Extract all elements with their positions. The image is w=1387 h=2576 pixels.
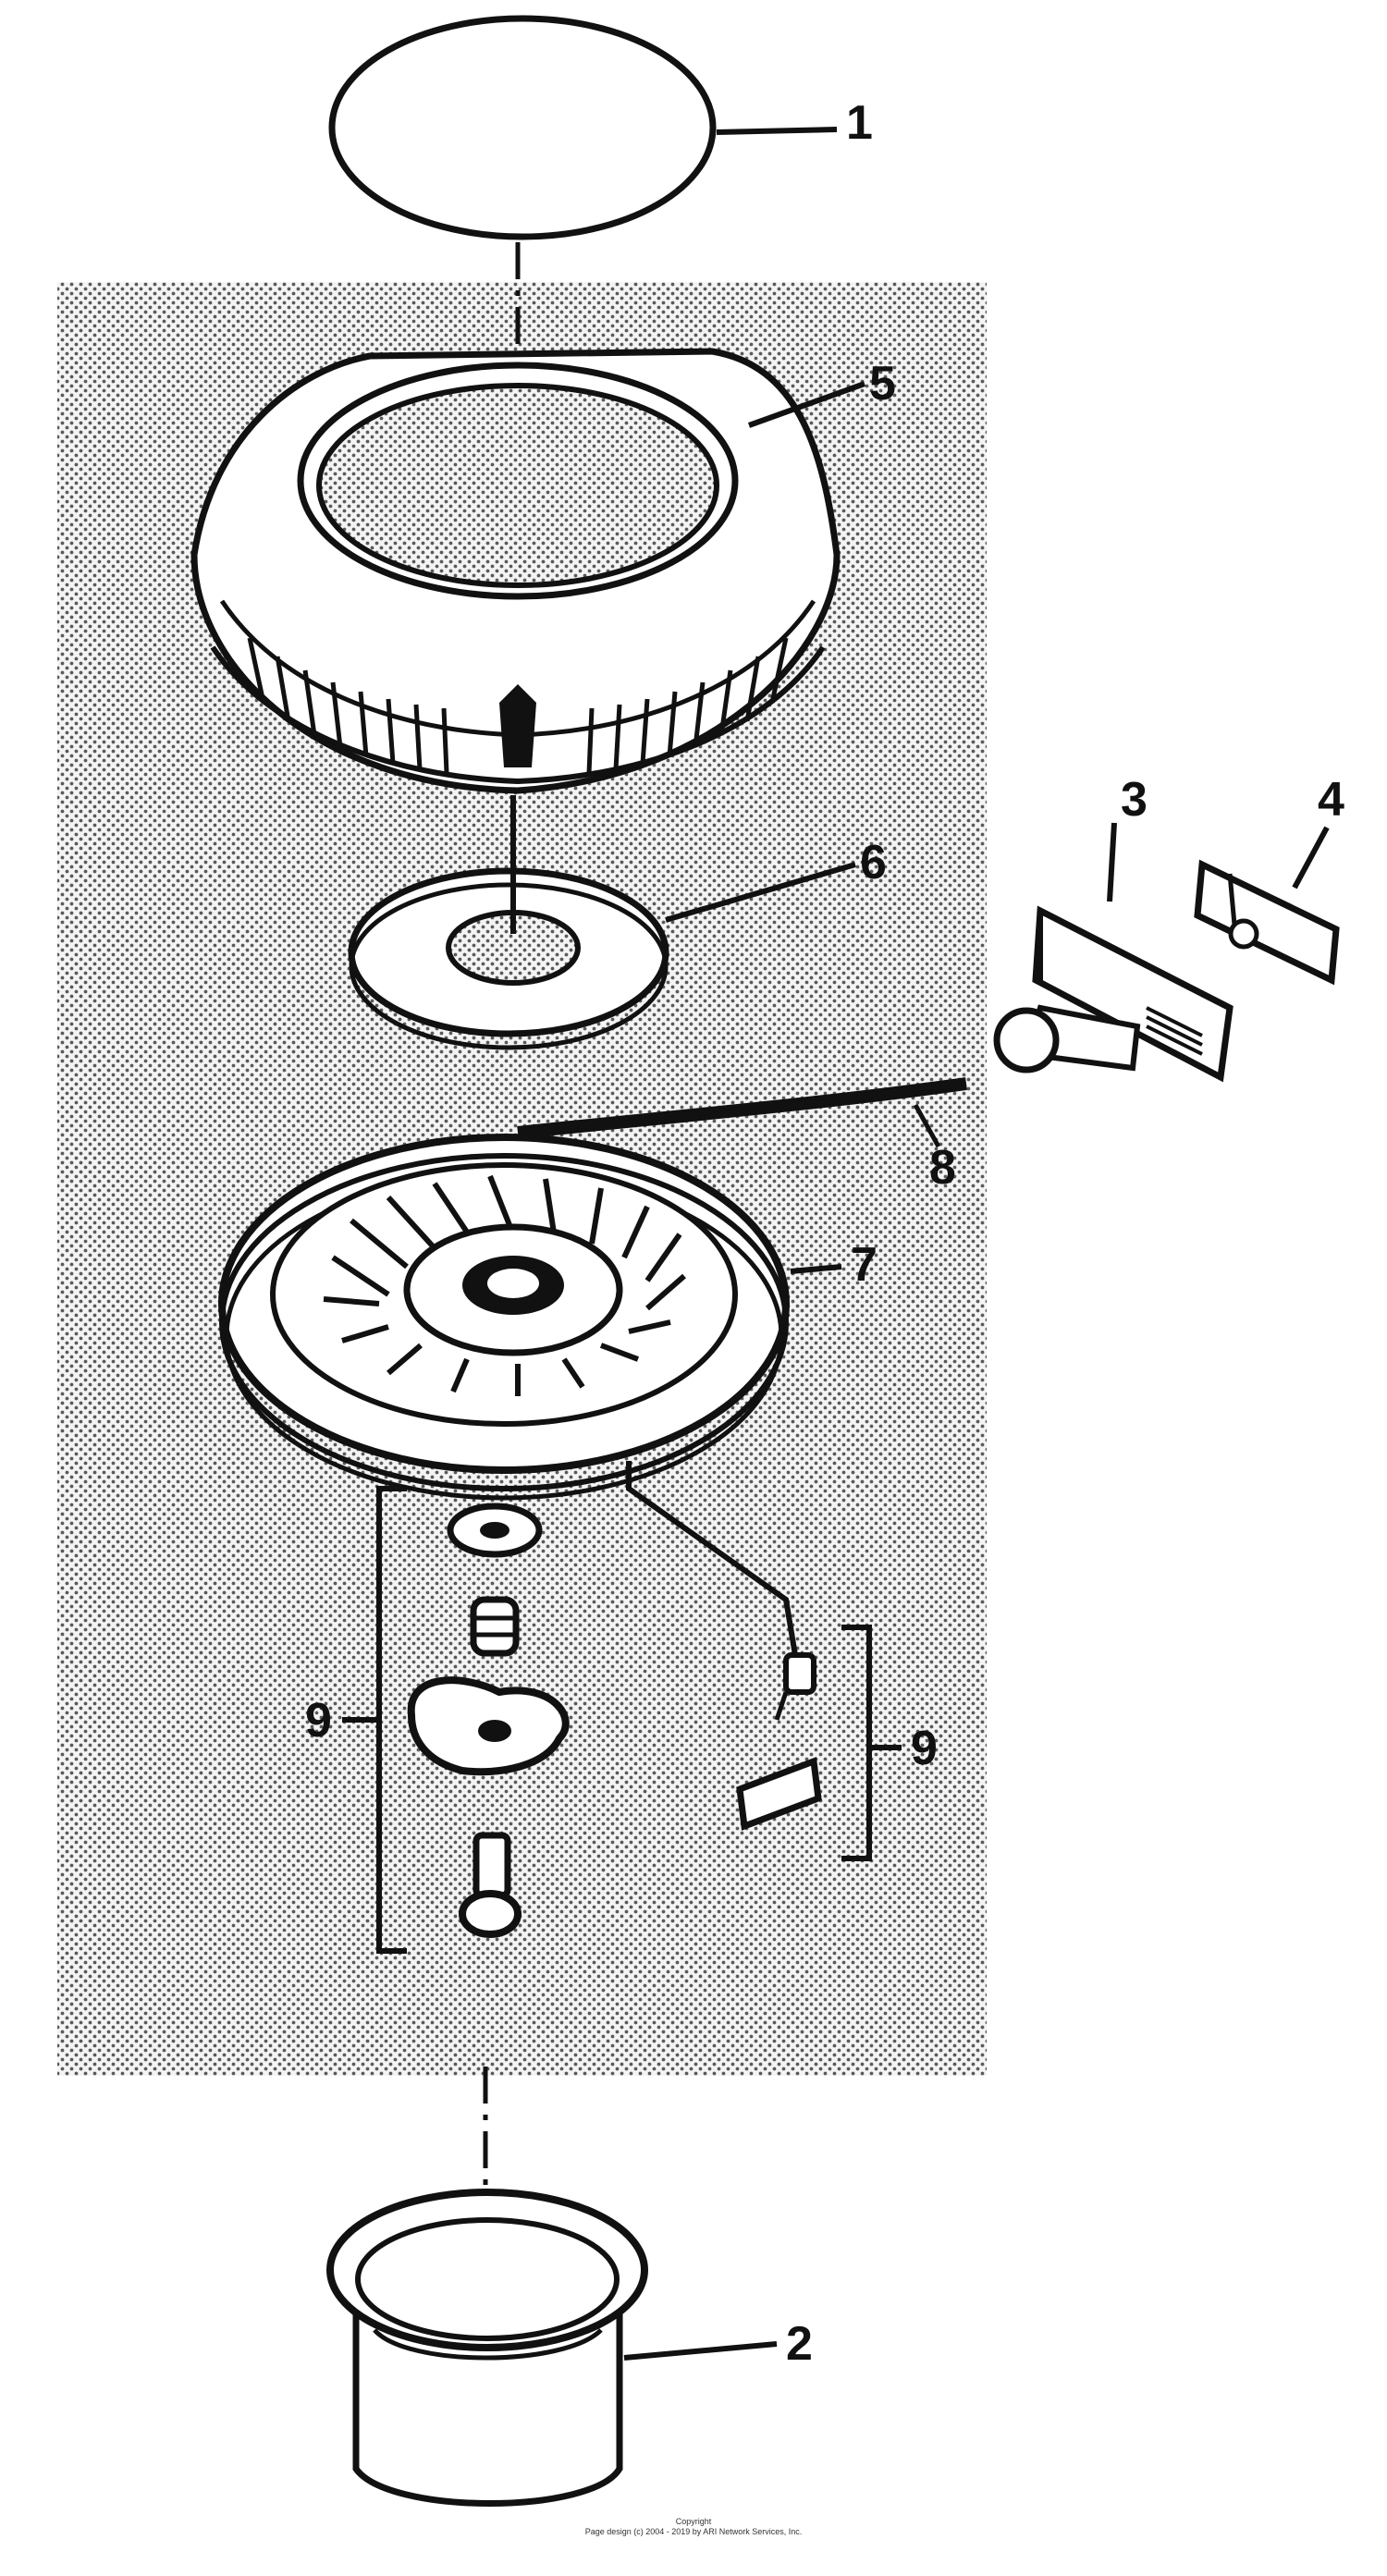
part-4-handle-insert (1194, 826, 1340, 986)
footer-copyright-label: Copyright (675, 2517, 712, 2526)
part-6-retainer-plate (348, 795, 856, 1050)
part-2-starter-cup (326, 2189, 778, 2507)
callout-7: 7 (851, 1238, 878, 1292)
callout-8: 8 (929, 1141, 956, 1195)
callout-6: 6 (860, 836, 887, 889)
part-5-starter-housing (190, 348, 866, 794)
part-1-cover-disc (328, 15, 838, 240)
callout-2: 2 (786, 2317, 813, 2371)
part-9-left-pawl-hardware (342, 1486, 570, 1954)
callout-9-right: 9 (911, 1722, 938, 1775)
part-8-starter-rope (517, 1077, 967, 1148)
callout-1: 1 (846, 96, 873, 150)
callout-3: 3 (1121, 773, 1148, 827)
footer-page-design-credit: Page design (c) 2004 - 2019 by ARI Netwo… (584, 2527, 803, 2536)
callout-9-left: 9 (305, 1694, 332, 1748)
callout-4: 4 (1318, 773, 1344, 827)
callout-5: 5 (869, 357, 896, 411)
part-7-rope-pulley (218, 1134, 842, 1501)
part-9-right-spring-pawl (626, 1461, 902, 1861)
part-3-starter-handle (993, 822, 1234, 1083)
